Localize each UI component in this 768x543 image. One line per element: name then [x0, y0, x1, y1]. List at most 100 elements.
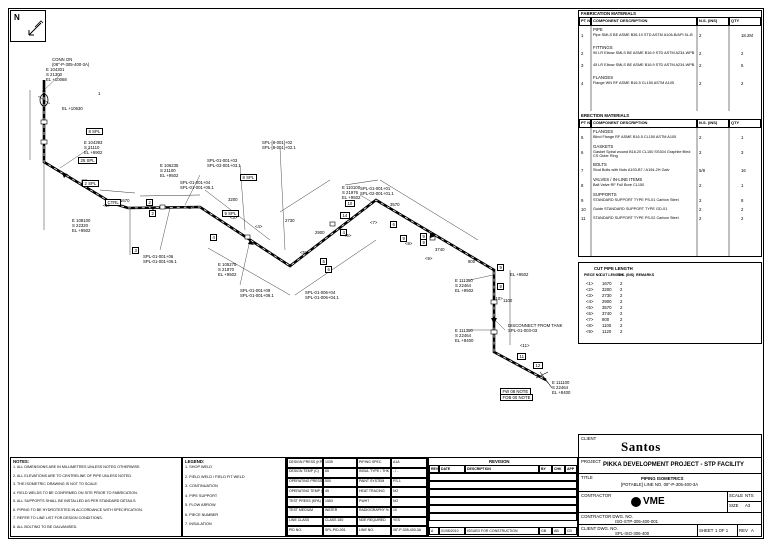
- revision-cell: CD: [565, 527, 577, 535]
- iso-tag: 8 SPL: [86, 128, 103, 135]
- revision-header: APP: [565, 465, 577, 473]
- iso-label: EL +9502: [218, 272, 237, 277]
- material-description: Blind Flange RF ASME B16.5 CL150 ASTM A1…: [593, 135, 677, 139]
- contractor-dwg-value: ISO-STP-305-400-001: [615, 519, 658, 524]
- material-pt-no: 2: [581, 51, 584, 56]
- design-info-cell: CLASS 150: [323, 516, 357, 527]
- dimension-text: 3740: [435, 247, 445, 252]
- revision-empty-row: [429, 473, 577, 481]
- iso-tag: 6: [390, 221, 398, 228]
- iso-tag: 8 SPL: [240, 174, 257, 181]
- weld-number: <3>: [230, 215, 238, 220]
- material-pt-no: 3: [581, 63, 584, 68]
- iso-label: SPL-01-006+04: [305, 290, 336, 295]
- material-description: STANDARD SUPPORT TYPE PS-02 Carbon Steel: [593, 216, 679, 220]
- material-qty: 2: [741, 51, 744, 56]
- design-info-cell: NO: [391, 487, 427, 497]
- iso-tag: 3: [132, 247, 140, 254]
- material-section-label: BOLTS: [593, 162, 607, 167]
- cut-table-cell: 1670: [602, 281, 612, 286]
- cut-table-cell: 2: [620, 329, 623, 334]
- iso-label: S 21100: [160, 168, 176, 173]
- material-description: Gasket Spiral wound B16.20 CL150 SS304 G…: [593, 150, 691, 159]
- iso-tag: 4: [340, 229, 348, 236]
- cut-table-header: N.S. (INS): [618, 273, 635, 277]
- iso-tag: 9: [420, 239, 428, 246]
- material-ns: 2: [699, 207, 702, 212]
- notes-panel: NOTES: 1. ALL DIMENSIONS ARE IN MILLIMET…: [10, 457, 182, 537]
- dimension-text: 2730: [285, 218, 295, 223]
- iso-tag: 9 SPL: [222, 210, 239, 217]
- iso-label: EL +10068: [46, 77, 67, 82]
- cut-table-cell: 2900: [602, 299, 612, 304]
- material-pt-no: 6: [581, 150, 584, 155]
- material-qty: 18.2M: [741, 33, 753, 38]
- material-ns: 2: [699, 150, 702, 155]
- material-qty: 16: [741, 168, 746, 173]
- cut-table-cell: 2: [620, 299, 623, 304]
- material-description: Stud Bolts with Nuts A193-B7 / A194-2H G…: [593, 168, 670, 172]
- revision-title: REVISION: [489, 459, 510, 464]
- iso-label: S 21870: [218, 267, 235, 272]
- design-info-cell: TEST MEDIUM: [287, 506, 323, 517]
- iso-label: SPL-01-001+06.1: [143, 259, 177, 264]
- iso-tag: CTRL: [105, 199, 122, 206]
- note-line: 4. FIELD WELDS TO BE CONFIRMED ON SITE P…: [13, 490, 138, 495]
- iso-label: SPL-02-001+01.1: [360, 191, 394, 196]
- legend-item: 6. PIECE NUMBER: [185, 512, 219, 517]
- material-qty: 2: [741, 81, 744, 86]
- revision-empty-row: [429, 513, 577, 521]
- project-label: PROJECT: [581, 459, 602, 464]
- material-description: 90 LR Elbow SMLS BE ASME B16.9 STD ASTM …: [593, 51, 695, 55]
- design-info-cell: DESIGN TEMP (C): [287, 467, 323, 478]
- material-qty: 2: [741, 216, 744, 221]
- material-ns: 5/8: [699, 168, 705, 173]
- weld-number: <8>: [405, 241, 413, 246]
- iso-label: E 110100: [342, 185, 361, 190]
- cut-table-cell: 2: [620, 311, 623, 316]
- iso-label: EL +9502: [510, 272, 529, 277]
- note-line: 1. ALL DIMENSIONS ARE IN MILLIMETRES UNL…: [13, 465, 141, 469]
- material-description: STANDARD SUPPORT TYPE PS-01 Carbon Steel: [593, 198, 679, 202]
- iso-label: DISCONNECT FROM TANK: [508, 323, 563, 328]
- iso-tag: 9: [400, 235, 408, 242]
- legend-item: 1. SHOP WELD: [185, 465, 212, 469]
- legend-item: 5. FLOW ARROW: [185, 503, 216, 507]
- material-ns: 2: [699, 81, 702, 86]
- cut-table-cell: 2: [620, 281, 623, 286]
- design-info-cell: 500: [323, 477, 357, 488]
- iso-label: S 21110: [84, 145, 100, 150]
- iso-label: EL +9902: [84, 150, 103, 155]
- note-line: 6. PIPING TO BE HYDROTESTED IN ACCORDANC…: [13, 507, 143, 512]
- material-ns: 2: [699, 33, 702, 38]
- design-info-cell: OPERATING TEMP (C): [287, 487, 323, 497]
- iso-label: SPL-01-003-03: [508, 328, 538, 333]
- cut-table-cell: 1120: [602, 329, 612, 334]
- cut-table-cell: <7>: [586, 317, 594, 322]
- iso-label: EL +9502: [160, 173, 179, 178]
- support-symbols: [40, 119, 498, 335]
- material-qty: 2: [741, 207, 744, 212]
- design-info-cell: NO: [391, 497, 427, 507]
- dimension-text: 1670: [120, 198, 130, 203]
- iso-tag: 2 SPL: [82, 180, 99, 187]
- material-section-label: FLANGES: [593, 129, 614, 134]
- iso-label: E 104301: [46, 67, 65, 72]
- material-column-lines: [590, 119, 730, 256]
- weld-number: <6>: [344, 233, 352, 238]
- revision-header: REV: [429, 465, 439, 473]
- dimension-text: 1100: [503, 298, 513, 303]
- cut-table-cell: 2: [620, 305, 623, 310]
- weld-number: <4>: [255, 224, 263, 229]
- iso-label: SPL-01-001+01: [360, 186, 391, 191]
- iso-label: EL +9502: [342, 195, 361, 200]
- cut-table-cell: 2: [620, 323, 623, 328]
- design-info-cell: LINE NO.: [357, 526, 391, 536]
- weld-number: <7>: [370, 220, 378, 225]
- design-info-cell: 1553: [323, 497, 357, 507]
- cut-table-header: REMARKS: [636, 273, 655, 277]
- iso-tag: 10: [345, 200, 355, 207]
- material-pt-no: 1: [581, 33, 584, 38]
